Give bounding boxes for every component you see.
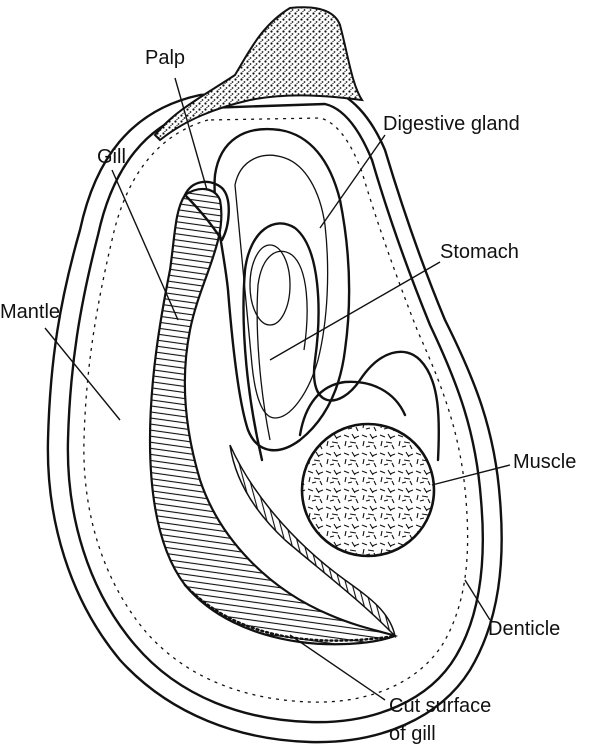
label-of-gill: of gill (389, 723, 436, 745)
stomach-chamber (249, 244, 291, 326)
mantle-edge (66, 102, 485, 724)
label-digestive-gland: Digestive gland (383, 113, 520, 135)
label-muscle: Muscle (513, 451, 576, 473)
palp (183, 180, 230, 242)
label-mantle: Mantle (0, 301, 60, 323)
label-denticle: Denticle (488, 618, 560, 640)
label-stomach: Stomach (440, 241, 519, 263)
adductor-muscle (300, 422, 436, 558)
cut-surface (183, 583, 397, 642)
muscle-cap (298, 380, 407, 437)
digestive-gland-leader (319, 134, 386, 229)
cut-surface-leader (289, 634, 386, 701)
label-gill: Gill (97, 146, 126, 168)
hinge (153, 6, 365, 142)
gill-leader (111, 169, 179, 321)
muscle-leader (431, 464, 511, 486)
gill (148, 187, 399, 646)
stomach-leader (269, 261, 441, 361)
label-cut-surface: Cut surface (389, 695, 491, 717)
shell-outline (46, 88, 503, 744)
digestive-gland (213, 127, 351, 452)
gill-inner-band (229, 444, 397, 639)
palp-leader (174, 77, 208, 191)
denticle-line (83, 117, 469, 703)
digestive-inner (234, 154, 329, 419)
label-palp: Palp (145, 47, 185, 69)
stomach (242, 222, 441, 462)
denticle-leader (464, 579, 491, 621)
mantle-leader (44, 327, 121, 421)
stomach-inner (256, 250, 308, 441)
